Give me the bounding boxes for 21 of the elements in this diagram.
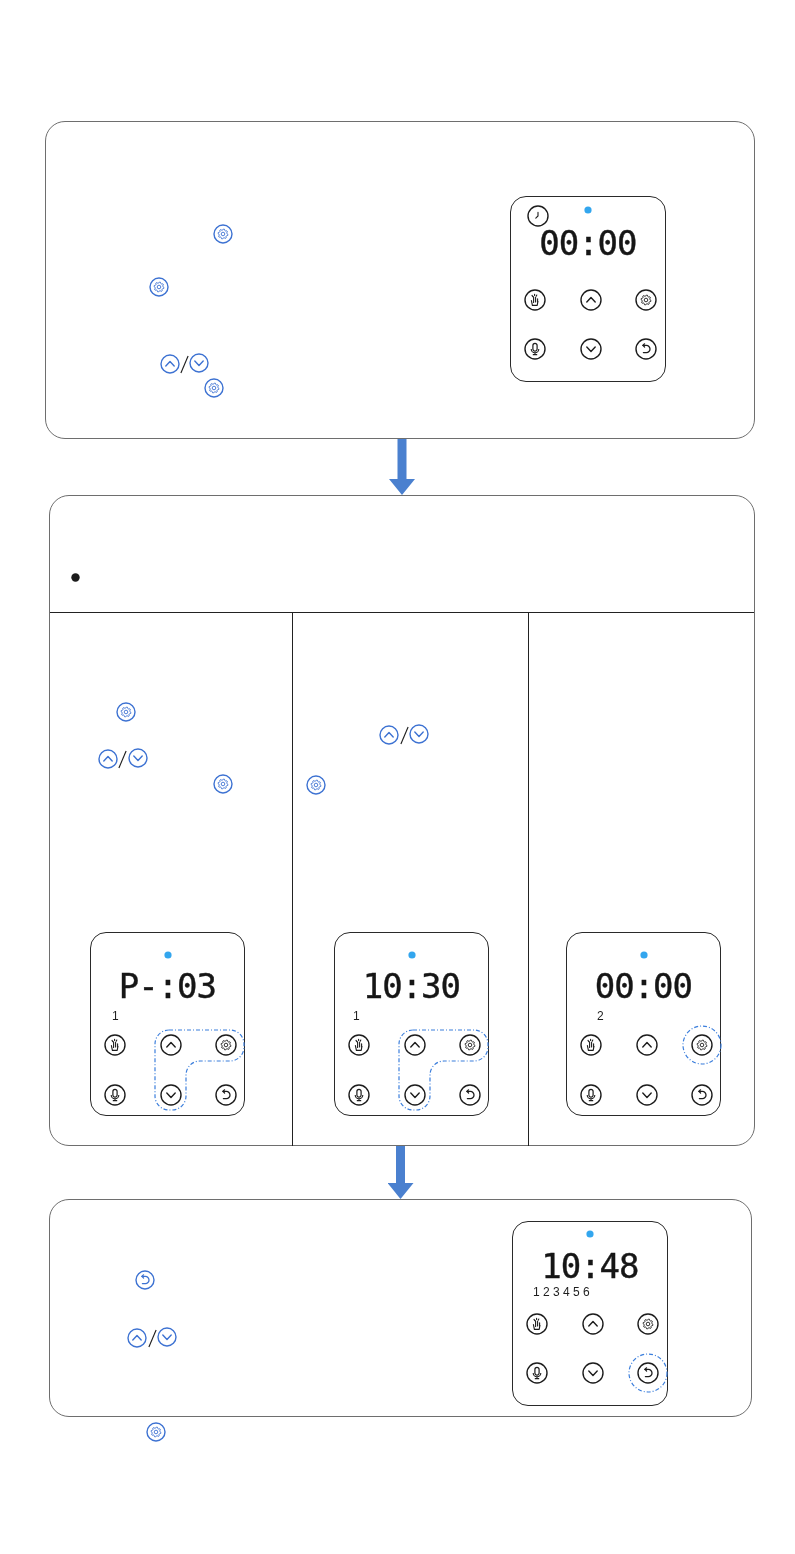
step-card: [49, 495, 755, 1146]
display-readout: 00:00: [594, 968, 693, 1004]
display-readout: 10:30: [362, 968, 461, 1004]
step-column: [292, 612, 528, 1146]
display-index: 1 2 3 4 5 6: [533, 1285, 590, 1299]
display-readout: P-:03: [118, 968, 217, 1004]
control-panel: [334, 932, 489, 1116]
display-index: 1: [112, 1009, 119, 1023]
display-index: 2: [597, 1009, 604, 1023]
display-index: 1: [353, 1009, 360, 1023]
control-panel: [510, 196, 666, 382]
step-column: [528, 612, 754, 1146]
flow-arrow: [387, 1146, 414, 1199]
control-panel: [512, 1221, 668, 1406]
display-readout: 00:00: [539, 225, 637, 261]
flow-arrow: [389, 439, 415, 495]
display-readout: 10:48: [541, 1248, 639, 1284]
control-panel: [90, 932, 245, 1116]
control-panel: [566, 932, 721, 1116]
step-card: [45, 121, 755, 439]
step-card: [49, 1199, 752, 1417]
